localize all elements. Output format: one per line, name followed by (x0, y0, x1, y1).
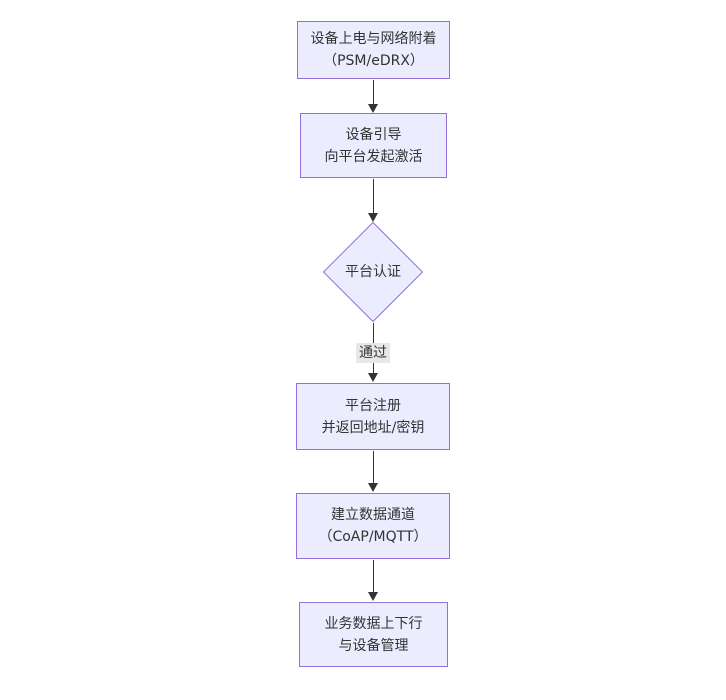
node-register-line1: 平台注册 (345, 397, 401, 414)
arrowhead-down-icon (368, 104, 378, 113)
node-auth-decision: 平台认证 (322, 221, 424, 323)
node-channel: 建立数据通道 （CoAP/MQTT） (296, 493, 450, 559)
arrowhead-down-icon (368, 483, 378, 492)
arrowhead-down-icon (368, 373, 378, 382)
node-business-line2: 与设备管理 (338, 637, 409, 654)
node-business: 业务数据上下行 与设备管理 (299, 602, 448, 667)
node-power-on: 设备上电与网络附着 （PSM/eDRX） (297, 21, 450, 79)
node-register-line2: 并返回地址/密钥 (321, 419, 425, 436)
edge-line (372, 179, 374, 216)
edge-line (372, 80, 374, 107)
arrowhead-down-icon (368, 213, 378, 222)
node-auth-label: 平台认证 (345, 264, 401, 280)
edge-line (372, 451, 374, 486)
node-bootstrap-line2: 向平台发起激活 (324, 148, 423, 165)
node-bootstrap-line1: 设备引导 (345, 126, 402, 143)
edge-label-pass: 通过 (356, 343, 390, 363)
node-channel-line2: （CoAP/MQTT） (318, 529, 428, 545)
node-channel-line1: 建立数据通道 (331, 507, 415, 523)
arrowhead-down-icon (368, 592, 378, 601)
node-register: 平台注册 并返回地址/密钥 (296, 383, 450, 450)
node-power-on-line2: （PSM/eDRX） (323, 53, 424, 69)
node-business-line1: 业务数据上下行 (324, 615, 423, 632)
edge-line (372, 560, 374, 595)
node-bootstrap: 设备引导 向平台发起激活 (300, 113, 447, 178)
node-power-on-line1: 设备上电与网络附着 (310, 31, 437, 47)
